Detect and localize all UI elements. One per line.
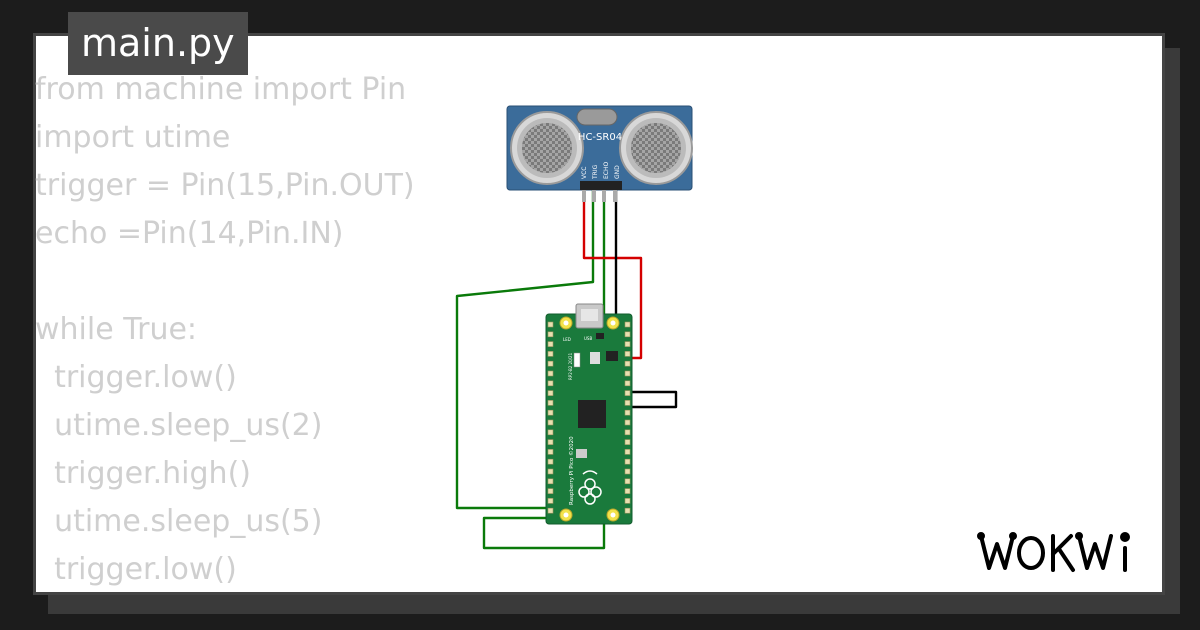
code-line: import utime	[35, 120, 231, 155]
code-line: echo =Pin(14,Pin.IN)	[35, 216, 344, 251]
code-line	[35, 258, 415, 306]
code-line: trigger.low()	[35, 552, 237, 587]
code-preview: from machine import Pin import utime trigg…	[35, 66, 415, 594]
code-line: utime.sleep_us(5)	[35, 504, 323, 539]
code-line: trigger.low()	[35, 360, 237, 395]
wokwi-logo	[977, 532, 1130, 572]
code-line: from machine import Pin	[35, 72, 407, 107]
code-line: utime.sleep_us(2)	[35, 408, 323, 443]
code-line: trigger.high()	[35, 456, 251, 491]
code-line: trigger = Pin(15,Pin.OUT)	[35, 168, 415, 203]
code-line: while True:	[35, 312, 198, 347]
file-tab[interactable]: main.py	[68, 12, 248, 75]
card-bottom-edge	[48, 595, 1180, 614]
